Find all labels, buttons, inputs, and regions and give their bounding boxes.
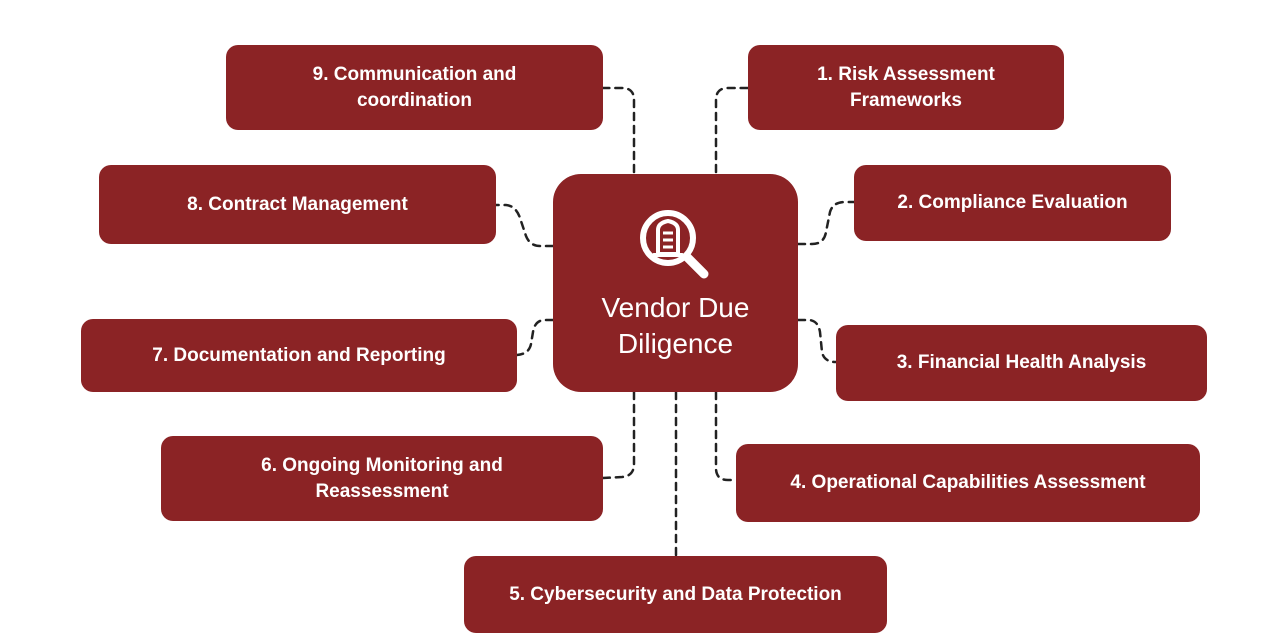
node-cybersecurity-data-protection: 5. Cybersecurity and Data Protection [464,556,887,633]
node-operational-capabilities-assessment: 4. Operational Capabilities Assessment [736,444,1200,522]
center-node: Vendor Due Diligence [553,174,798,392]
connector-6 [601,390,636,480]
connector-2 [796,200,856,246]
node-compliance-evaluation: 2. Compliance Evaluation [854,165,1171,241]
node-financial-health-analysis: 3. Financial Health Analysis [836,325,1207,401]
connector-3 [796,318,838,364]
node-communication-coordination: 9. Communication and coordination [226,45,603,130]
node-label: 7. Documentation and Reporting [152,344,446,366]
node-label: 5. Cybersecurity and Data Protection [509,583,842,605]
magnifier-building-icon [639,210,708,279]
node-label: 6. Ongoing Monitoring and Reassessment [261,454,503,502]
node-label: 9. Communication and coordination [312,63,517,111]
connector-8 [494,203,555,248]
node-label: 3. Financial Health Analysis [896,352,1147,373]
connector-9 [601,86,636,174]
center-title: Vendor Due Diligence [601,292,750,359]
node-risk-assessment-frameworks: 1. Risk Assessment Frameworks [748,45,1064,130]
node-contract-management: 8. Contract Management [99,165,496,244]
connector-1 [714,86,750,174]
node-documentation-reporting: 7. Documentation and Reporting [81,319,517,392]
node-label: 1. Risk Assessment Frameworks [817,63,995,111]
connector-4 [714,390,738,482]
node-ongoing-monitoring-reassessment: 6. Ongoing Monitoring and Reassessment [161,436,603,521]
connector-7 [515,318,555,357]
node-label: 8. Contract Management [187,193,408,215]
node-label: 2. Compliance Evaluation [897,192,1128,213]
node-label: 4. Operational Capabilities Assessment [790,472,1146,493]
